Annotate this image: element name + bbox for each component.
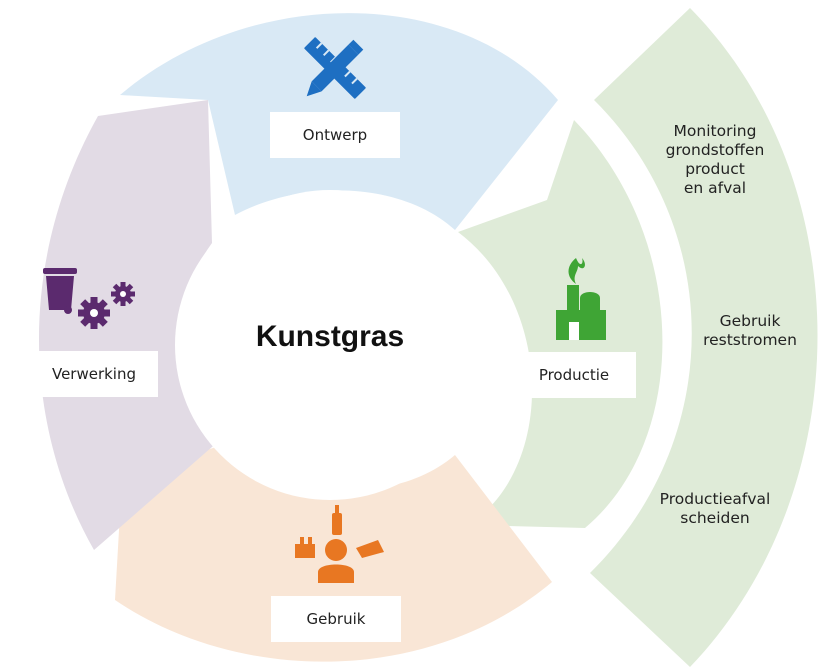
outer-band (590, 8, 818, 667)
center-title: Kunstgras (255, 320, 405, 353)
label-gebruik: Gebruik (271, 596, 401, 642)
outer-band-item-reststromen: Gebruik reststromen (703, 312, 797, 349)
bin-gears-icon (43, 268, 135, 329)
ruler-pencil-icon (304, 37, 366, 99)
label-verwerking: Verwerking (30, 351, 158, 397)
factory-icon (556, 258, 606, 340)
center-circle (175, 190, 485, 500)
label-productie: Productie (512, 352, 636, 398)
outer-band-item-monitoring: Monitoring grondstoffen product en afval (665, 122, 765, 197)
user-tools-icon (295, 505, 384, 583)
segment-verwerking (38, 100, 221, 550)
outer-band-item-productieafval: Productieafval scheiden (659, 490, 771, 527)
label-ontwerp: Ontwerp (270, 112, 400, 158)
